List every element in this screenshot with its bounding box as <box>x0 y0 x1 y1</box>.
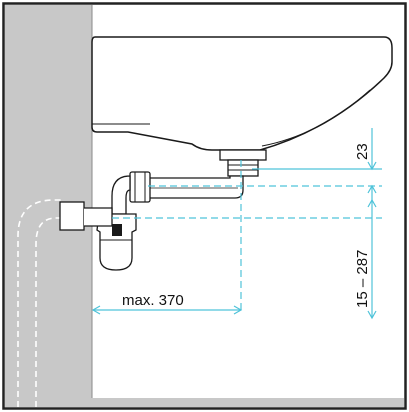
trap-inlet-marker <box>112 224 122 236</box>
dimension-height-range <box>367 198 377 320</box>
label-top-offset: 23 <box>354 143 371 160</box>
drain-outlet <box>219 149 267 161</box>
dimension-23 <box>367 128 377 200</box>
drain-nut <box>227 159 259 177</box>
wall-connector <box>84 207 113 227</box>
trap-body <box>96 213 137 271</box>
washbasin-inner-line <box>261 89 371 147</box>
washbasin <box>91 36 393 151</box>
siphon-pipe <box>141 175 244 199</box>
siphon-elbow <box>111 175 131 215</box>
dimension-max-distance <box>91 305 243 315</box>
label-height-range: 15 – 287 <box>354 250 371 308</box>
label-max-distance: max. 370 <box>122 292 184 309</box>
coupling-nut <box>129 171 151 203</box>
wall-sleeve <box>59 201 85 231</box>
concealed-drain-pipe <box>17 199 62 407</box>
floor <box>92 398 404 407</box>
